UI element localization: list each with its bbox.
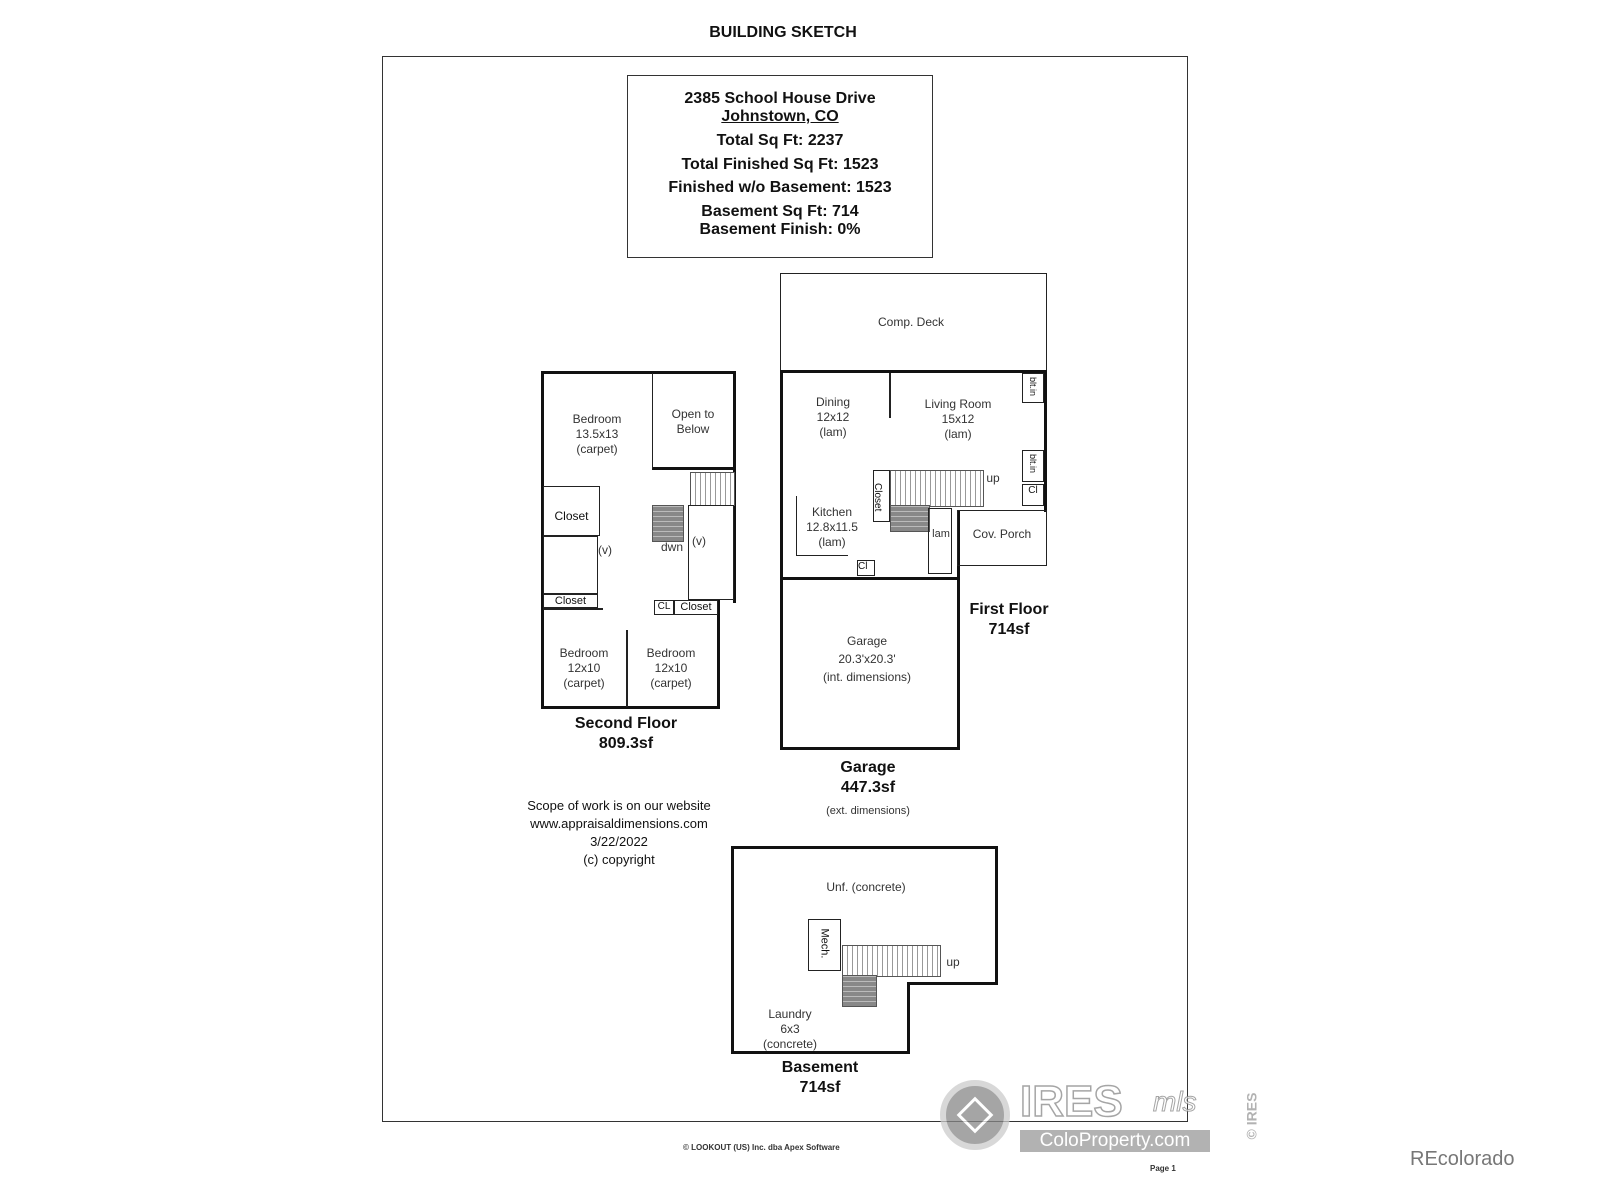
watermark-site: ColoProperty.com: [1020, 1130, 1210, 1152]
basement-wall: [907, 982, 998, 985]
stairs-down: [842, 975, 877, 1007]
finished-wo-basement: Finished w/o Basement: 1523: [668, 179, 892, 196]
v2-label: (v): [692, 534, 706, 548]
deck-label: Comp. Deck: [877, 315, 945, 329]
up-label: up: [986, 471, 1000, 485]
total-sqft: Total Sq Ft: 2237: [716, 132, 844, 149]
closet-cl: CL: [654, 600, 674, 615]
porch-label: Cov. Porch: [972, 527, 1032, 541]
recolorado-credit: REcolorado: [1410, 1148, 1515, 1170]
bedroom-divider: [626, 630, 628, 707]
watermark-side: © IRES: [1243, 1092, 1260, 1140]
basement-outline-lower: [731, 982, 910, 1054]
stairs-down: [890, 505, 930, 532]
kitchen-counter: [796, 496, 848, 556]
city: Johnstown, CO: [721, 108, 839, 125]
sketch-frame: [382, 56, 1188, 1122]
closet-2: Closet: [543, 594, 598, 608]
porch: [957, 510, 1047, 566]
basement-sqft: Basement Sq Ft: 714: [701, 203, 859, 220]
lam-label: lam: [932, 528, 950, 540]
ires-watermark: IRES mls ColoProperty.com © IRES: [938, 1077, 1278, 1158]
closet-cl: Cl: [1022, 484, 1044, 506]
house-logo-icon: [940, 1080, 1010, 1150]
builtin-2: blt.in: [1022, 450, 1044, 482]
powder-room: [928, 508, 952, 574]
unf-label: Unf. (concrete): [826, 880, 906, 894]
closet-3: Closet: [674, 600, 718, 615]
deck: [780, 273, 1047, 372]
open-to-below: [652, 373, 734, 470]
v1-label: (v): [598, 543, 612, 557]
stairs-up: [890, 470, 984, 507]
total-finished: Total Finished Sq Ft: 1523: [681, 156, 879, 173]
garage-note: (ext. dimensions): [826, 805, 910, 817]
closet: Closet: [872, 470, 890, 522]
footer-software: © LOOKOUT (US) Inc. dba Apex Software: [683, 1143, 840, 1152]
stairs-down: [652, 505, 684, 542]
stairs: [690, 472, 735, 506]
garage-outline: [780, 577, 960, 750]
footer-page: Page 1: [1150, 1164, 1176, 1173]
bath2: [543, 536, 598, 594]
stairs-up: [842, 945, 941, 977]
up-label: up: [946, 955, 960, 969]
builtin-1: blt.in: [1022, 373, 1044, 403]
dining-divider: [889, 373, 891, 418]
page-title: BUILDING SKETCH: [709, 24, 857, 41]
basement-outline: [731, 846, 998, 985]
closet-1: Closet: [543, 486, 600, 536]
info-box: 2385 School House Drive Johnstown, CO To…: [627, 75, 933, 258]
first-floor-outline: [780, 370, 1047, 512]
watermark-brand: IRES: [1019, 1077, 1123, 1127]
hall-wall: [543, 608, 603, 610]
bath: [688, 505, 734, 600]
watermark-mls: mls: [1153, 1086, 1198, 1118]
mech-room: Mech.: [808, 919, 841, 971]
second-floor-outline-lower: [541, 600, 720, 709]
dwn-label: dwn: [660, 540, 684, 554]
closet-cl2: Cl: [857, 560, 875, 576]
basement-finish: Basement Finish: 0%: [699, 221, 861, 238]
address: 2385 School House Drive: [684, 90, 876, 107]
